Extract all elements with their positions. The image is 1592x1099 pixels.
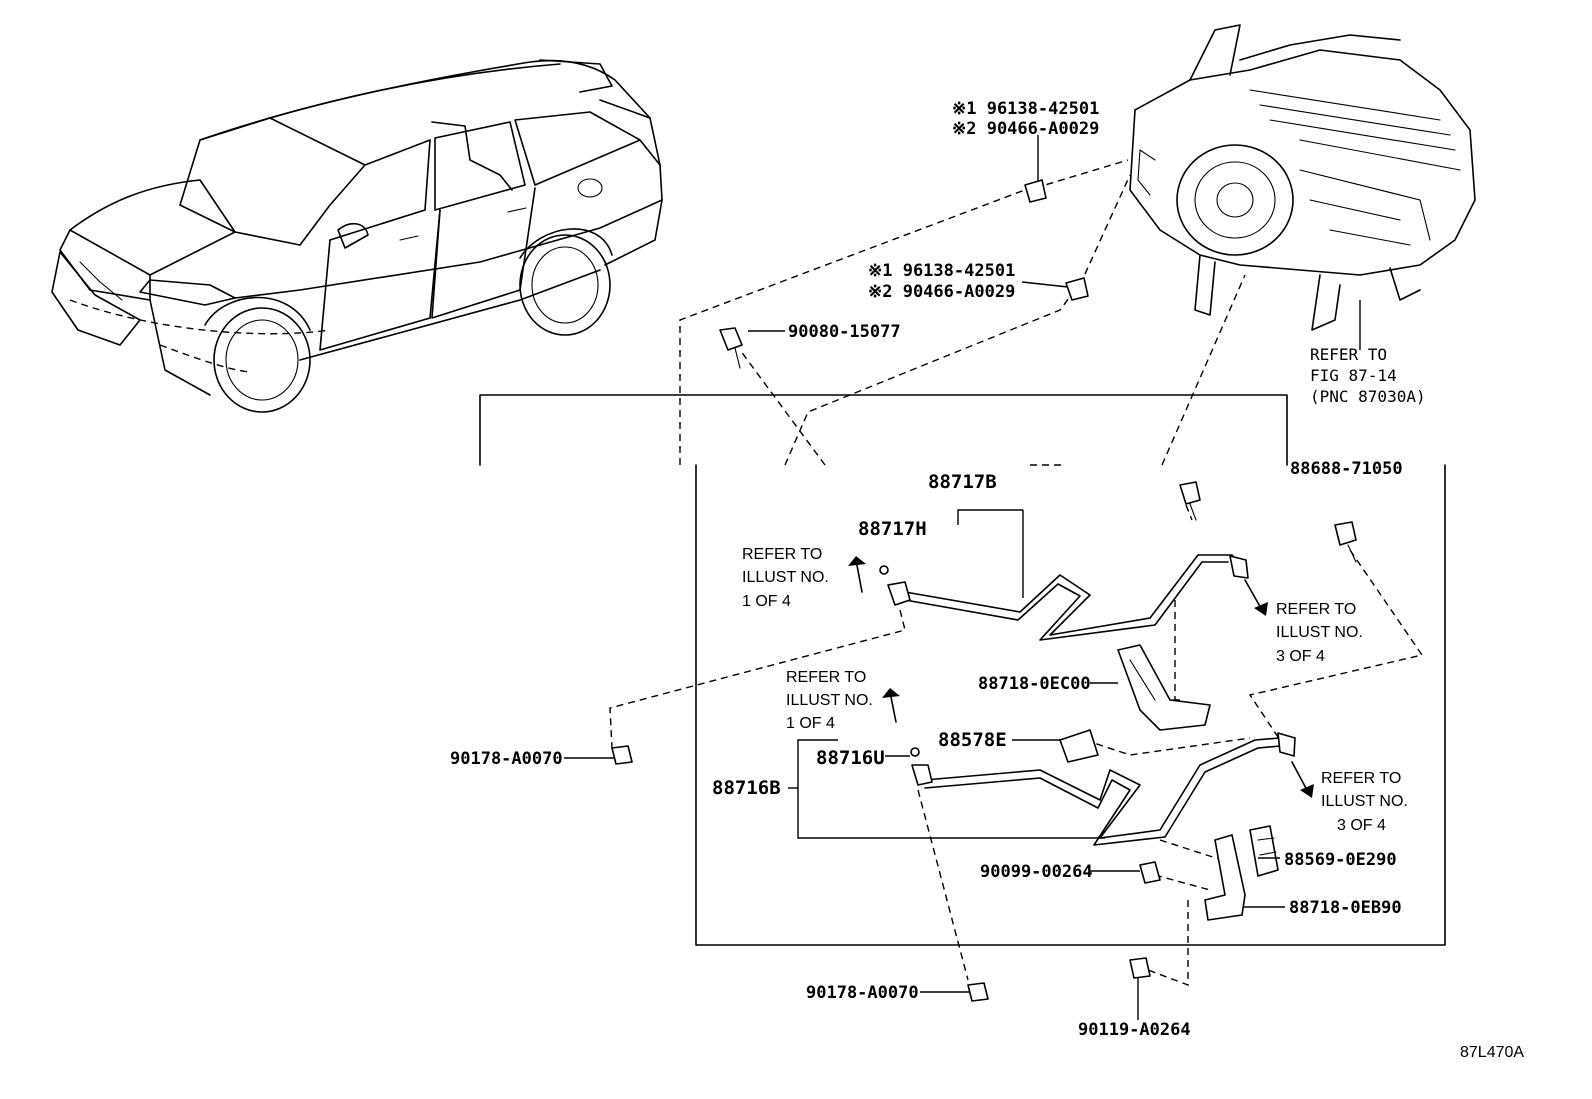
clip-top-1-label-line1: ※1 96138-42501: [952, 99, 1099, 119]
arrow-head-upper-left-icon: [848, 556, 866, 566]
hose-lower-end-left: [911, 764, 933, 786]
bolt-top-icon: [719, 327, 743, 351]
cut-label: 88688-71050: [1290, 459, 1403, 479]
refer-1-upper-line1: REFER TO: [742, 546, 822, 563]
nut-left-label: 90178-A0070: [450, 749, 563, 769]
bolt-mid-label: 90099-00264: [980, 862, 1093, 882]
pipe-lower: [910, 732, 1296, 846]
clip-top-1-icon: [1024, 179, 1047, 203]
nut-bottom-icon: [967, 982, 989, 1002]
bolt-bottom-icon: [1129, 957, 1151, 979]
detail-frame: [479, 394, 1446, 946]
assembly-lines: [609, 159, 1424, 987]
refer-3-upper-line2: ILLUST NO.: [1276, 624, 1363, 641]
refer-1-lower-line3: 1 OF 4: [786, 715, 835, 732]
arrows: [848, 556, 1314, 798]
refer-3-lower-line3: 3 OF 4: [1337, 817, 1386, 834]
oring-upper-icon: [879, 565, 889, 575]
refer-3-lower-line2: ILLUST NO.: [1321, 793, 1408, 810]
clip-top-2-icon: [1065, 277, 1089, 301]
refer-3-upper-line1: REFER TO: [1276, 601, 1356, 618]
clip-top-1-label-line2: ※2 90466-A0029: [952, 119, 1099, 139]
nut-left-icon: [611, 745, 633, 765]
clamp-label: 88569-0E290: [1284, 850, 1397, 870]
hose-lower-end-right: [1277, 732, 1296, 757]
bolt-frame-top-icon: [1179, 481, 1201, 505]
labels: ※1 96138-42501 ※2 90466-A0029 ※1 96138-4…: [450, 99, 1524, 1061]
hose-upper-end-right: [1229, 555, 1249, 579]
arrow-head-lower-right-icon: [1300, 784, 1314, 798]
arrow-head-lower-left-icon: [882, 688, 900, 698]
oring-upper-label: 88717H: [858, 518, 927, 540]
refer-1-upper-line3: 1 OF 4: [742, 593, 791, 610]
vehicle-illustration: [51, 59, 663, 413]
small-parts: [611, 179, 1357, 1002]
oring-lower-icon: [910, 747, 920, 757]
refer-3-lower-line1: REFER TO: [1321, 770, 1401, 787]
figure-code: 87L470A: [1460, 1044, 1524, 1061]
refer-fig-line2: FIG 87-14: [1310, 366, 1397, 385]
bracket-lower-label: 88718-0EB90: [1289, 898, 1402, 918]
refer-3-upper-line3: 3 OF 4: [1276, 648, 1325, 665]
hose-lower-label: 88716B: [712, 777, 781, 799]
arrow-head-upper-right-icon: [1254, 602, 1268, 616]
bracket-upper-label: 88718-0EC00: [978, 674, 1091, 694]
arrow-lower-right-icon: [1291, 761, 1309, 793]
oring-lower-label: 88716U: [816, 747, 885, 769]
clip-top-2-label-line1: ※1 96138-42501: [868, 261, 1015, 281]
refer-fig-line3: (PNC 87030A): [1310, 387, 1426, 406]
bolt-top-label: 90080-15077: [788, 322, 901, 342]
leader-lines: [564, 135, 1285, 1020]
bracket-upper-icon: [1117, 644, 1211, 731]
nut-bottom-label: 90178-A0070: [806, 983, 919, 1003]
clip-top-2-label-line2: ※2 90466-A0029: [868, 282, 1015, 302]
ac-unit-illustration: [1129, 24, 1476, 350]
bolt-bottom-label: 90119-A0264: [1078, 1020, 1191, 1040]
refer-1-lower-line2: ILLUST NO.: [786, 692, 873, 709]
cushion-icon: [1059, 729, 1099, 763]
bolt-frame-right-icon: [1334, 521, 1357, 546]
hose-upper-label: 88717B: [928, 471, 997, 493]
hose-upper-end-left: [887, 581, 911, 606]
refer-1-upper-line2: ILLUST NO.: [742, 569, 829, 586]
refer-1-lower-line1: REFER TO: [786, 669, 866, 686]
bracket-lower-icon: [1204, 834, 1246, 921]
bolt-mid-icon: [1139, 861, 1161, 884]
arrow-upper-right-icon: [1244, 579, 1263, 611]
pipe-upper: [879, 554, 1249, 641]
refer-fig-line1: REFER TO: [1310, 345, 1387, 364]
cushion-label: 88578E: [938, 729, 1007, 751]
clamp-icon: [1249, 825, 1279, 877]
arrow-upper-left-icon: [855, 559, 863, 593]
